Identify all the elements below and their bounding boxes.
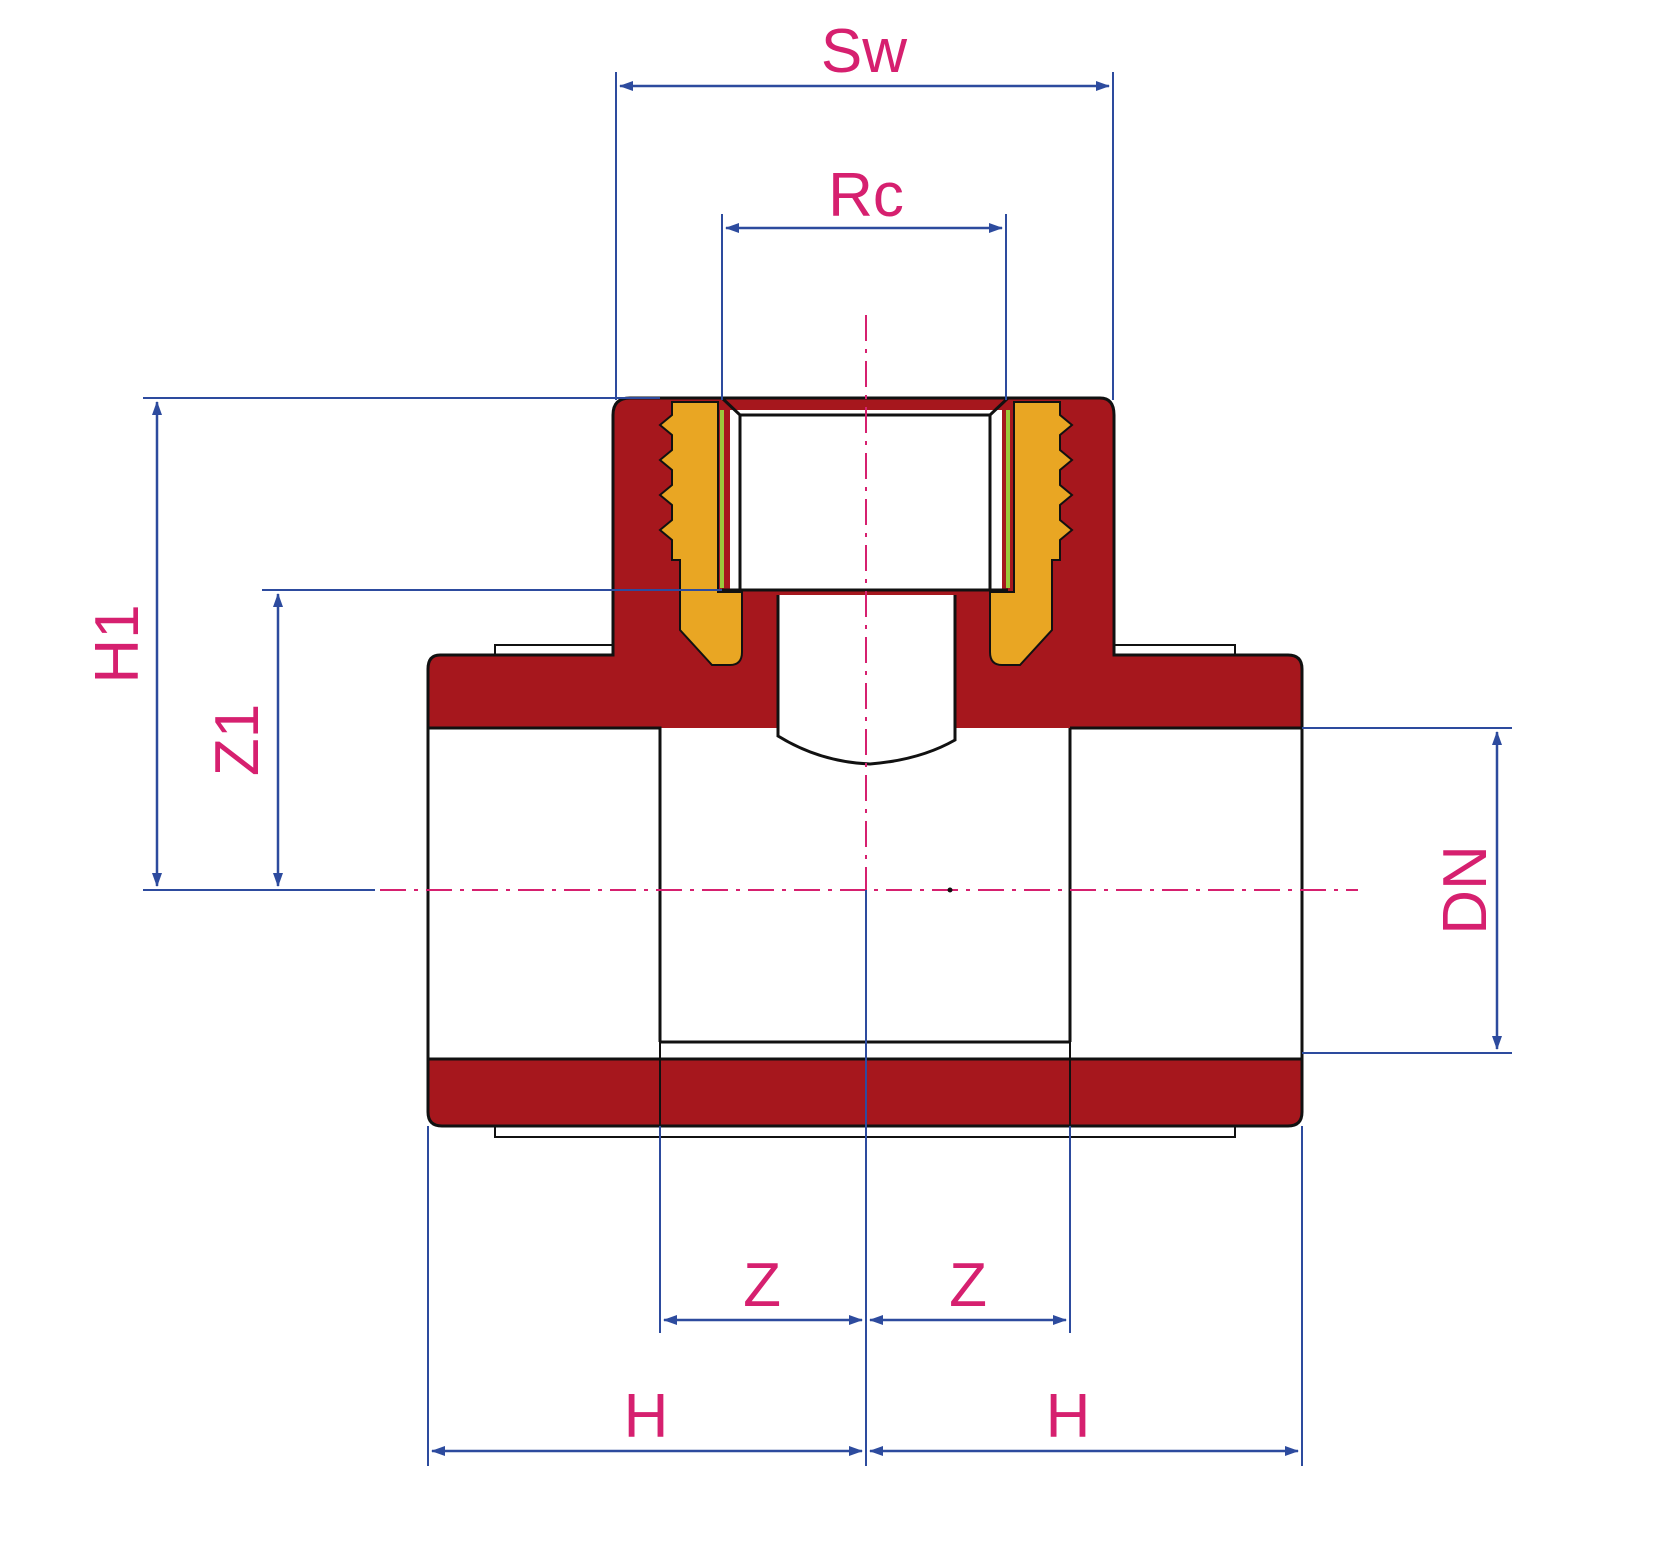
dimensions: [143, 72, 1512, 1466]
branch-bore: [778, 595, 955, 764]
brass-insert-right: [989, 401, 1074, 666]
outer-sleeve-top-left: [494, 644, 620, 655]
label-sw: Sw: [821, 17, 907, 86]
brass-insert-left: [658, 401, 743, 666]
label-rc: Rc: [828, 161, 904, 230]
label-z-left: Z: [743, 1251, 781, 1320]
bore-outline: [428, 595, 1302, 1042]
label-h1: H1: [83, 604, 152, 683]
label-h-right: H: [1046, 1382, 1091, 1451]
outer-sleeve-top-right: [1115, 644, 1236, 655]
label-dn: DN: [1431, 845, 1500, 935]
label-h-left: H: [624, 1382, 669, 1451]
label-z1: Z1: [203, 704, 272, 776]
label-z-right: Z: [949, 1251, 987, 1320]
dimension-labels: Sw Rc H1 Z1 DN Z Z H H: [83, 17, 1500, 1451]
centerlines: [380, 315, 1358, 893]
center-point: [947, 887, 953, 893]
